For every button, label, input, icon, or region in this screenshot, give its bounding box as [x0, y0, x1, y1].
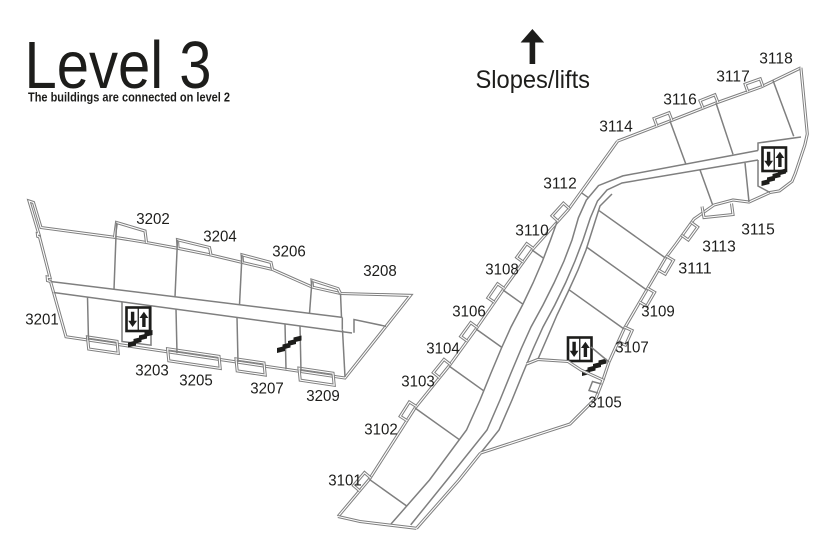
svg-text:3103: 3103 — [401, 374, 435, 391]
svg-text:3206: 3206 — [272, 244, 306, 261]
svg-text:3113: 3113 — [702, 239, 736, 256]
svg-text:Slopes/lifts: Slopes/lifts — [476, 66, 591, 94]
svg-text:3116: 3116 — [663, 92, 697, 109]
svg-text:The buildings are connected on: The buildings are connected on level 2 — [28, 90, 230, 105]
svg-text:3202: 3202 — [136, 211, 170, 228]
svg-text:3109: 3109 — [641, 304, 675, 321]
svg-text:3110: 3110 — [515, 223, 549, 240]
svg-text:3101: 3101 — [328, 473, 362, 490]
svg-text:3208: 3208 — [363, 263, 397, 280]
svg-text:3115: 3115 — [741, 222, 775, 239]
svg-text:3107: 3107 — [615, 340, 649, 357]
svg-text:3105: 3105 — [588, 395, 622, 412]
svg-text:3108: 3108 — [485, 262, 519, 279]
svg-text:3118: 3118 — [759, 51, 793, 68]
svg-text:3207: 3207 — [250, 381, 284, 398]
svg-text:3205: 3205 — [179, 373, 213, 390]
svg-text:3209: 3209 — [306, 388, 340, 405]
svg-text:3106: 3106 — [452, 304, 486, 321]
svg-text:3102: 3102 — [364, 422, 398, 439]
svg-text:3201: 3201 — [25, 312, 59, 329]
svg-text:3203: 3203 — [135, 363, 169, 380]
svg-text:3111: 3111 — [678, 261, 712, 278]
svg-text:3112: 3112 — [543, 176, 577, 193]
svg-text:Level 3: Level 3 — [25, 28, 212, 103]
svg-text:3104: 3104 — [426, 341, 460, 358]
svg-text:3114: 3114 — [599, 119, 633, 136]
svg-text:3204: 3204 — [203, 229, 237, 246]
svg-text:3117: 3117 — [716, 69, 750, 86]
